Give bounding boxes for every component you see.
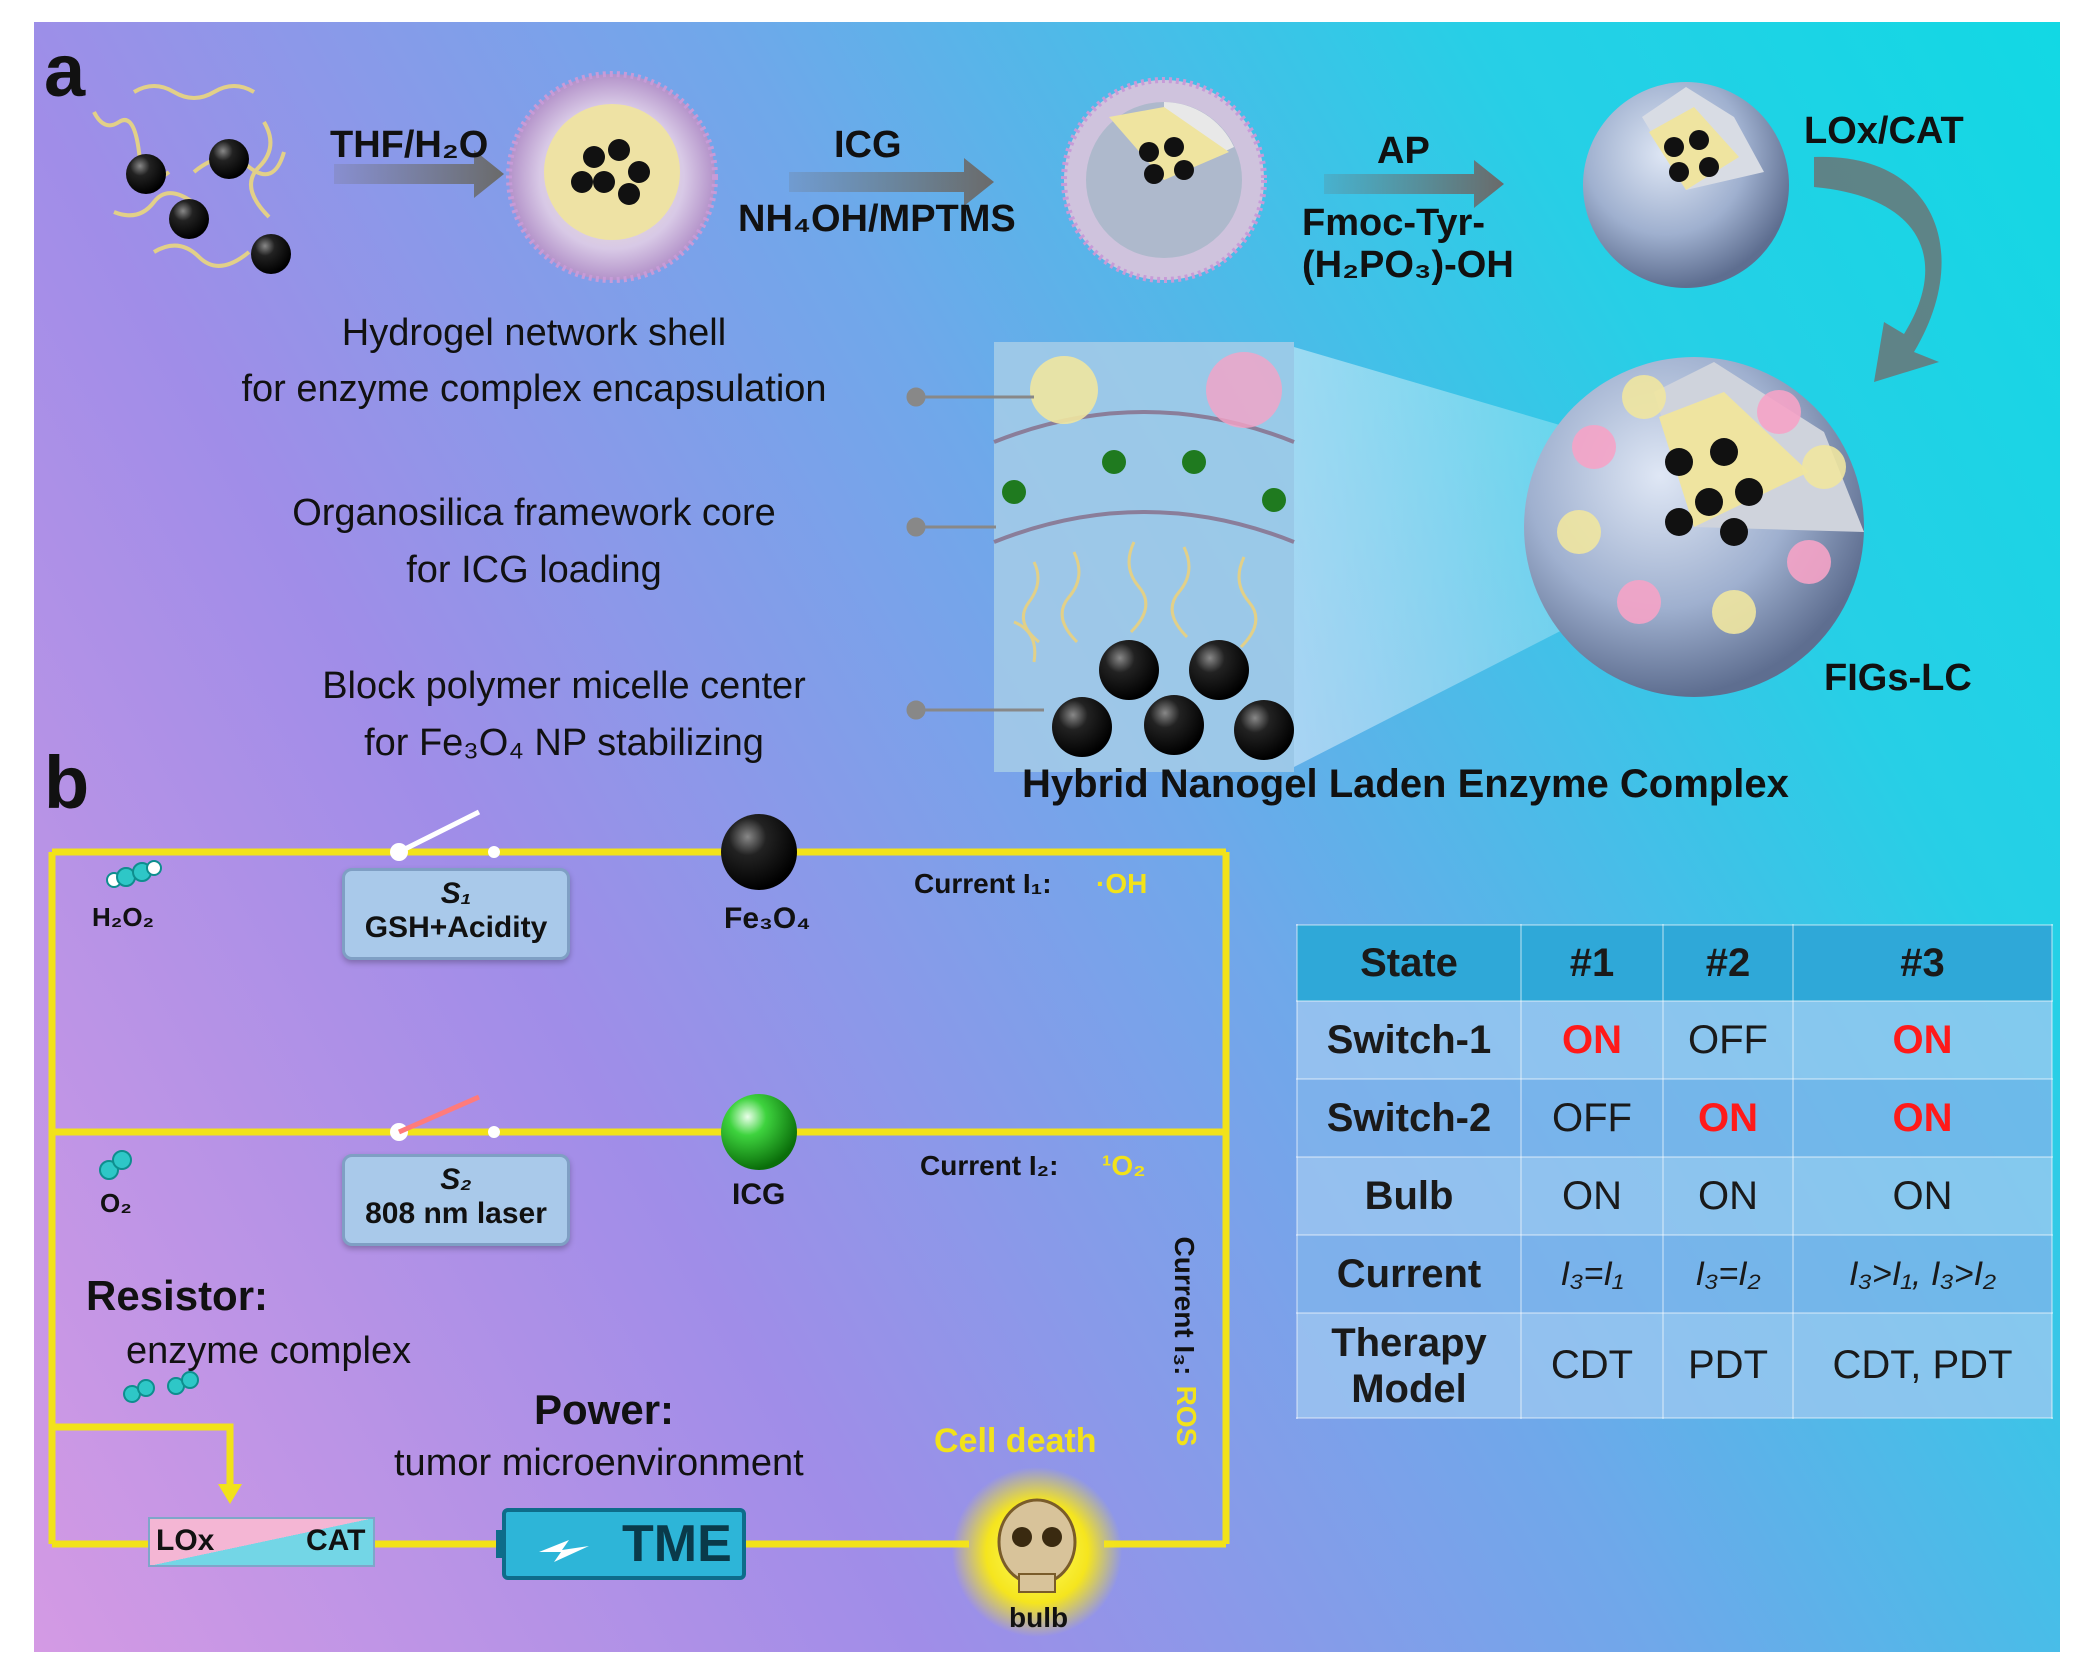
step3-bottom-label-1: Fmoc-Tyr- (1302, 202, 1485, 244)
table-row: Switch-1 ON OFF ON (1296, 1000, 2053, 1080)
lox-label: LOx (156, 1524, 215, 1557)
table-cell: ON (1662, 1078, 1794, 1158)
current1-value: ·OH (1096, 868, 1148, 899)
fe3o4-ball (721, 814, 797, 890)
table-header-cell: State (1296, 924, 1522, 1002)
step2-top-label: ICG (834, 124, 902, 166)
core-label-line1: Organosilica framework core (292, 492, 776, 534)
table-row: Current I₃=I₁ I₃=I₂ I₃>I₁, I₃>I₂ (1296, 1234, 2053, 1314)
table-cell: OFF (1662, 1000, 1794, 1080)
table-header-cell: #3 (1792, 924, 2053, 1002)
step3-top-label: AP (1377, 130, 1430, 172)
tme-battery (496, 1508, 746, 1580)
table-row: Bulb ON ON ON (1296, 1156, 2053, 1236)
icg-label: ICG (732, 1178, 786, 1211)
micelle-particle (506, 71, 718, 283)
table-row-label: Bulb (1296, 1156, 1522, 1236)
table-cell: ON (1520, 1156, 1664, 1236)
shell-label-line2: for enzyme complex encapsulation (241, 368, 827, 410)
silica-particle (1061, 77, 1267, 283)
s1-subtitle: GSH+Acidity (364, 911, 548, 944)
circuit-wires (48, 848, 1230, 1548)
table-cell: ON (1792, 1156, 2053, 1236)
table-cell: I₃=I₁ (1520, 1234, 1664, 1314)
table-row-label: Switch-2 (1296, 1078, 1522, 1158)
current2-value: ¹O₂ (1102, 1150, 1146, 1181)
panel-label-b: b (44, 741, 90, 824)
core-label-line2: for ICG loading (406, 549, 662, 591)
caption-label: Hybrid Nanogel Laden Enzyme Complex (1022, 762, 1789, 806)
s1-title: S₁ (440, 877, 472, 910)
icg-ball (721, 1094, 797, 1170)
resistor-arrowhead (218, 1484, 242, 1504)
s2-box: S₂ 808 nm laser (342, 1154, 570, 1246)
state-table: State #1 #2 #3 Switch-1 ON OFF ON Switch… (1296, 924, 2053, 1419)
table-row: Therapy Model CDT PDT CDT, PDT (1296, 1312, 2053, 1419)
h2o2-label: H₂O₂ (92, 902, 155, 932)
cat-label: CAT (306, 1524, 366, 1557)
s2-subtitle: 808 nm laser (365, 1197, 547, 1230)
power-title: Power: (534, 1386, 675, 1433)
resistor-subtitle: enzyme complex (126, 1330, 412, 1372)
table-header-row: State #1 #2 #3 (1296, 924, 2053, 1002)
switch-s2 (390, 1094, 500, 1141)
table-cell: CDT (1520, 1312, 1664, 1419)
table-cell: ON (1520, 1000, 1664, 1080)
fe3o4-label: Fe₃O₄ (724, 902, 811, 935)
step1-label: THF/H₂O (330, 124, 489, 166)
current3-value: ROS (1171, 1385, 1202, 1447)
table-cell: PDT (1662, 1312, 1794, 1419)
s2-title: S₂ (440, 1163, 472, 1196)
leader-lines (906, 387, 1044, 720)
table-row-label: Therapy Model (1296, 1312, 1522, 1419)
tme-label: TME (622, 1515, 732, 1573)
figs-lc-sphere (1524, 357, 1864, 697)
o2-label: O₂ (100, 1188, 132, 1218)
table-cell: OFF (1520, 1078, 1664, 1158)
resistor-title: Resistor: (86, 1272, 269, 1319)
hydrogel-particle (1583, 82, 1789, 288)
process-arrows (334, 150, 1504, 208)
step4-label: LOx/CAT (1804, 110, 1964, 152)
table-cell: ON (1792, 1078, 2053, 1158)
lox-cat-resistor (148, 1517, 375, 1567)
cross-section (993, 342, 1295, 772)
table-row-label: Current (1296, 1234, 1522, 1314)
table-row: Switch-2 OFF ON ON (1296, 1078, 2053, 1158)
curved-arrow (1814, 156, 1942, 382)
current2-label: Current I₂: (920, 1150, 1059, 1181)
molecule-icons (99, 860, 199, 1403)
center-label-line1: Block polymer micelle center (322, 665, 806, 707)
figure-panel: a THF/H₂O ICG NH₄OH/MPTMS AP Fmoc-Tyr- (… (34, 22, 2060, 1652)
center-label-line2: for Fe₃O₄ NP stabilizing (364, 722, 764, 764)
table-cell: I₃>I₁, I₃>I₂ (1792, 1234, 2053, 1314)
bulb-label: bulb (1009, 1602, 1069, 1633)
shell-label-line1: Hydrogel network shell (341, 312, 727, 354)
cell-death-label: Cell death (934, 1422, 1097, 1460)
current1-label: Current I₁: (914, 868, 1052, 899)
bulb-glow (952, 1467, 1122, 1637)
diagram-artwork (48, 71, 1942, 1637)
fe3o4-particles (126, 139, 291, 274)
power-subtitle: tumor microenvironment (394, 1442, 804, 1484)
table-header-cell: #2 (1662, 924, 1794, 1002)
table-cell: ON (1792, 1000, 2053, 1080)
product-label: FIGs-LC (1824, 657, 1972, 699)
table-row-label: Switch-1 (1296, 1000, 1522, 1080)
table-cell: CDT, PDT (1792, 1312, 2053, 1419)
table-header-cell: #1 (1520, 924, 1664, 1002)
step3-bottom-label-2: (H₂PO₃)-OH (1302, 244, 1514, 286)
switch-s1 (390, 809, 500, 861)
step2-bottom-label: NH₄OH/MPTMS (738, 198, 1016, 240)
panel-label-a: a (44, 29, 86, 112)
s1-box: S₁ GSH+Acidity (342, 868, 570, 960)
table-cell: ON (1662, 1156, 1794, 1236)
table-cell: I₃=I₂ (1662, 1234, 1794, 1314)
